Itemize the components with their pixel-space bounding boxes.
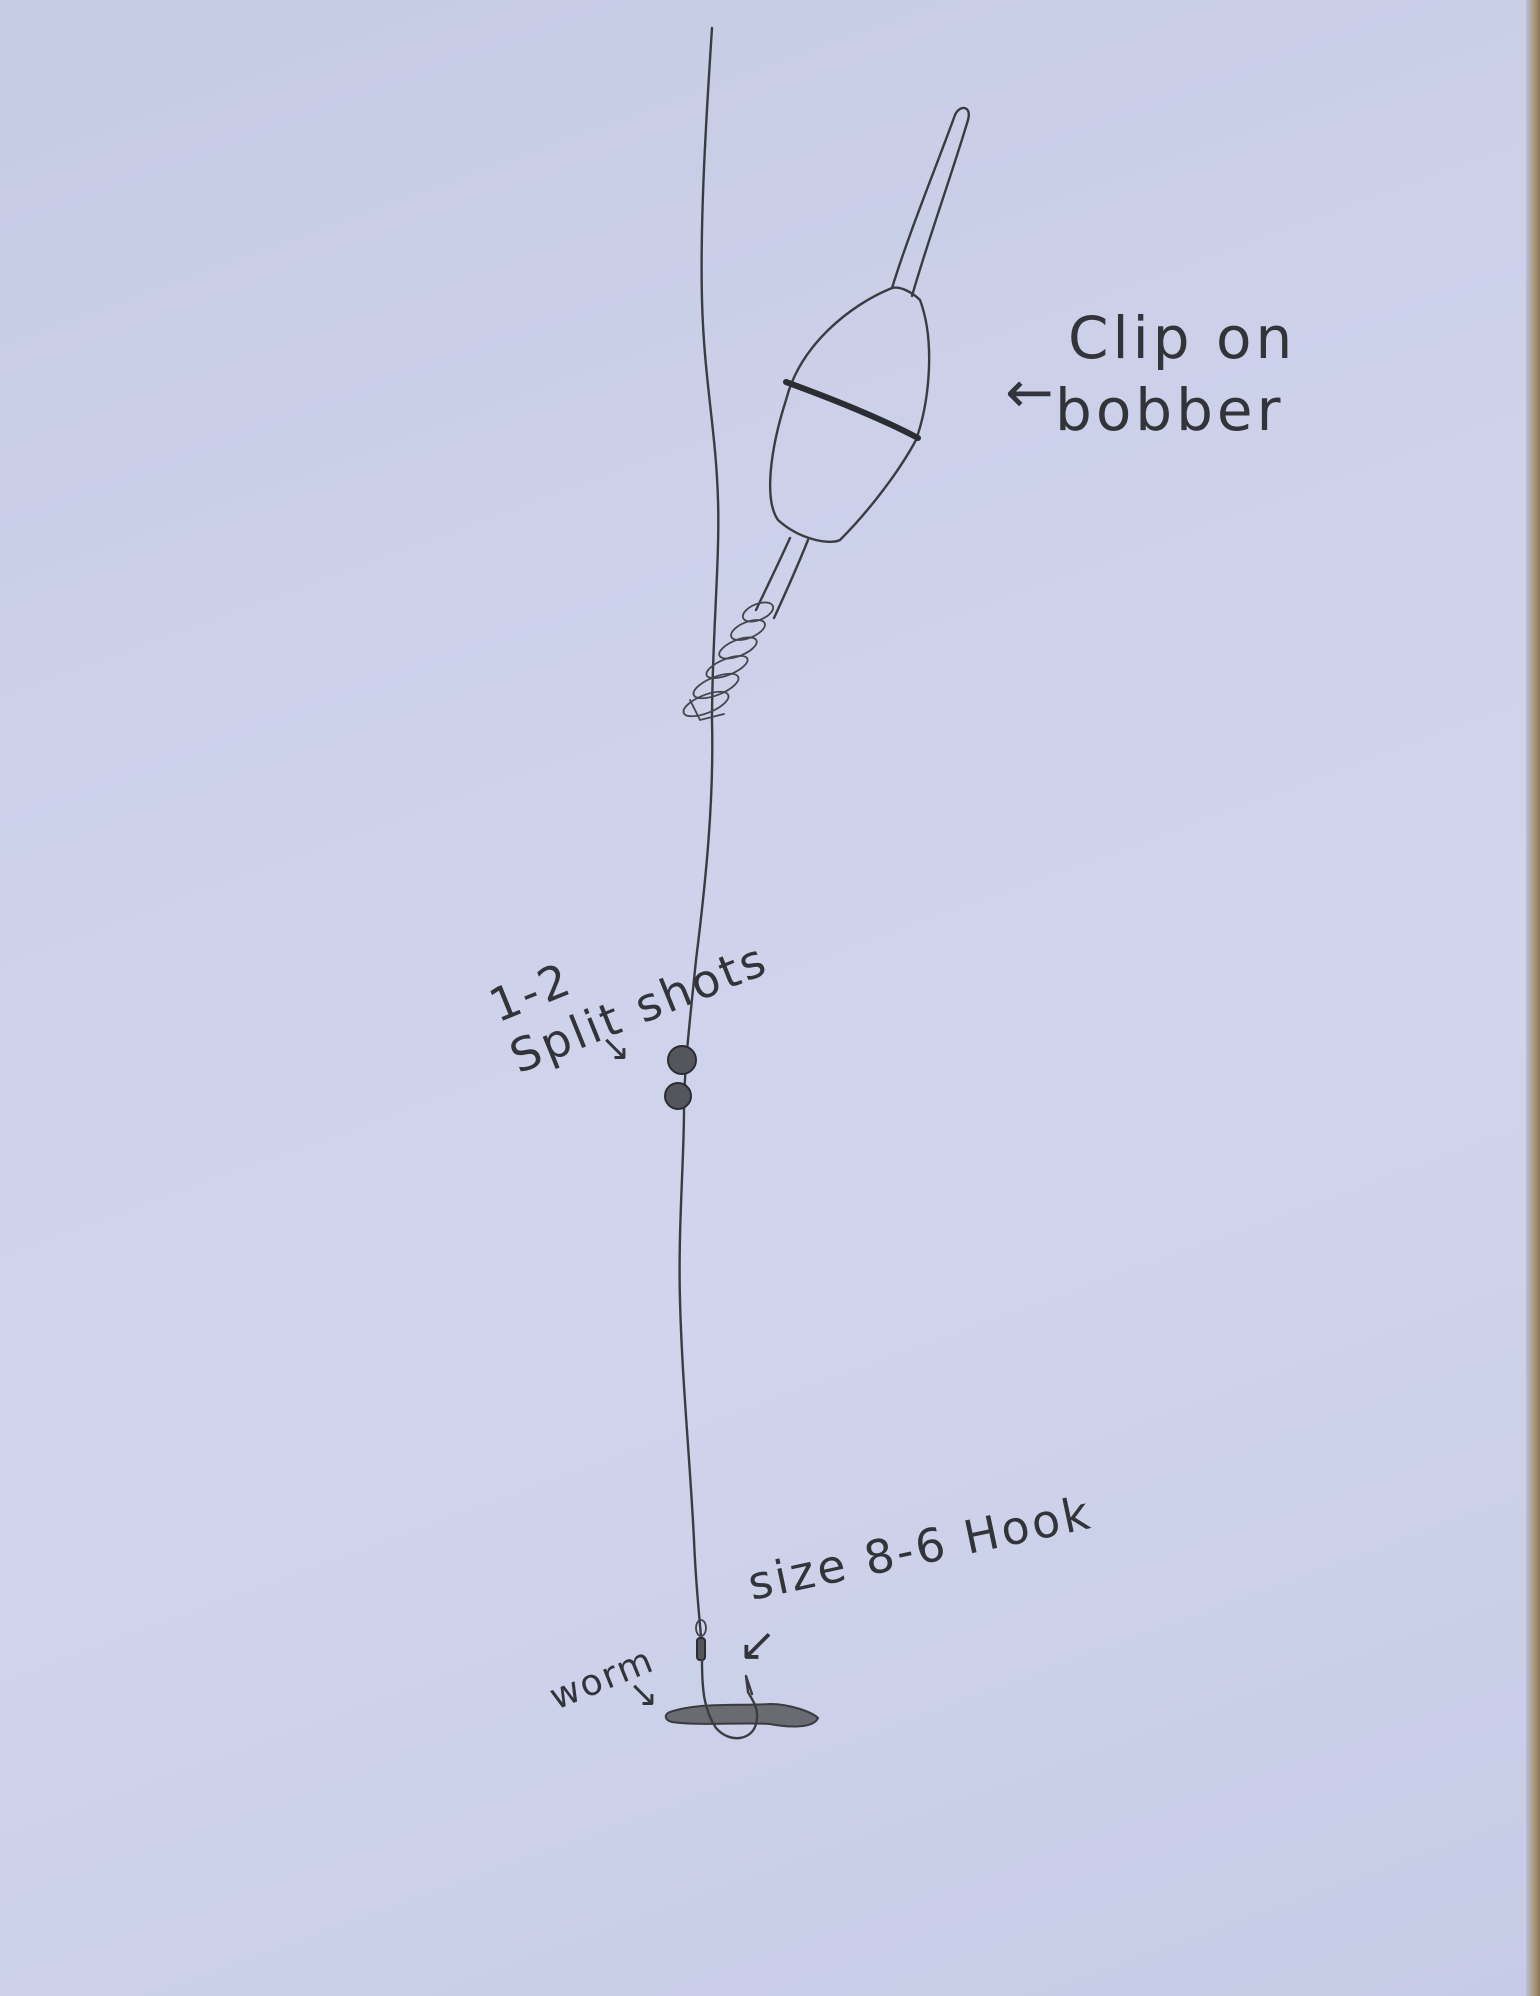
hook-barb — [746, 1676, 752, 1694]
label-clip-on: Clip on — [1068, 304, 1296, 372]
fishing-line-upper — [702, 28, 719, 720]
bobber-band — [786, 382, 918, 438]
hook-shank — [702, 1660, 757, 1738]
bobber-arrow: ← — [1005, 358, 1058, 426]
split-shot-2 — [665, 1083, 691, 1109]
label-hook-size: size 8-6 Hook — [743, 1485, 1097, 1611]
bobber-body — [770, 288, 929, 542]
shots-arrow: ↘ — [600, 1028, 632, 1069]
bobber-bottom-stem-2 — [774, 540, 808, 618]
bobber-clip-spring — [680, 599, 775, 722]
split-shot-1 — [668, 1046, 696, 1074]
worm — [666, 1704, 818, 1726]
worm-arrow: ↘ — [628, 1674, 660, 1715]
hook-arrow: ↙ — [738, 1617, 780, 1671]
bobber-top-stem — [892, 108, 969, 296]
fishing-line-lower — [680, 720, 713, 1650]
label-bobber: bobber — [1055, 376, 1284, 444]
bobber-bottom-stem — [756, 538, 790, 610]
